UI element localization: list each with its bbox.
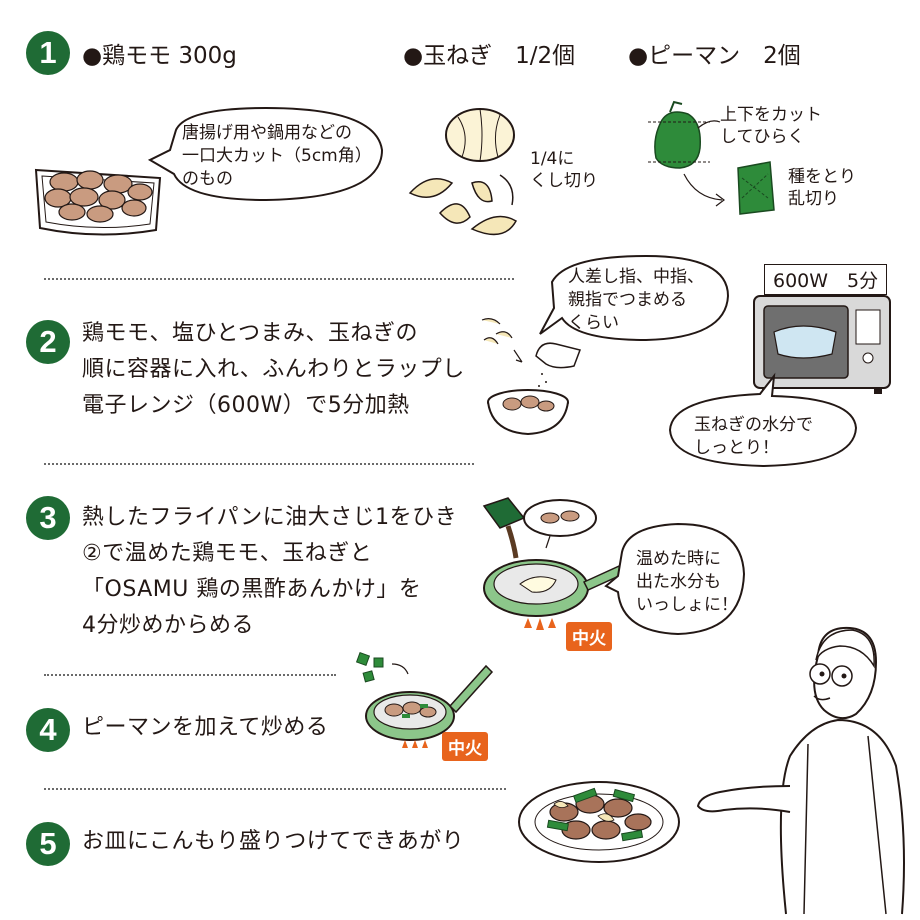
chicken-tray-illustration: [34, 168, 162, 236]
step-3-line-1: 熱したフライパンに油大さじ1をひき: [82, 505, 458, 530]
pan-bubble-line-2: 出た水分も: [636, 572, 721, 592]
chicken-bubble-line-1: 唐揚げ用や鍋用などの: [182, 123, 352, 143]
step-2-line-1: 鶏モモ、塩ひとつまみ、玉ねぎの: [82, 321, 418, 346]
pinch-speech-bubble: [539, 254, 730, 342]
onion-cut-line-1: 1/4に: [530, 149, 575, 169]
divider-2: [44, 463, 474, 465]
onion-illustration: [408, 108, 518, 236]
chef-illustration: [696, 626, 905, 915]
chicken-bubble-line-2: 一口大カット（5cm角）: [182, 146, 372, 166]
step-4-badge: 4: [26, 708, 70, 752]
ingredient-pepper: ●ピーマン 2個: [628, 43, 801, 69]
ingredient-onion: ●玉ねぎ 1/2個: [403, 43, 576, 69]
step-2-line-2: 順に容器に入れ、ふんわりとラップし: [82, 357, 465, 382]
step-3-badge: 3: [26, 496, 70, 540]
frying-pan-pepper-illustration: [355, 651, 494, 748]
pan-bubble-line-3: いっしょに！: [636, 595, 738, 615]
microwave-bubble-line-1: 玉ねぎの水分で: [694, 415, 813, 435]
divider-4: [44, 788, 506, 790]
finished-dish-illustration: [518, 781, 680, 863]
heat-label-step-4: 中火: [442, 732, 488, 761]
pinch-bubble-line-3: くらい: [568, 313, 619, 333]
divider-1: [44, 278, 514, 280]
pepper-top-line-1: 上下をカット: [720, 105, 822, 125]
pinch-bubble-line-2: 親指でつまめる: [568, 290, 687, 310]
step-1-badge: 1: [26, 31, 70, 75]
step-5-line-1: お皿にこんもり盛りつけてできあがり: [82, 829, 465, 854]
pinch-bubble-line-1: 人差し指、中指、: [568, 267, 704, 287]
bowl-with-salt-illustration: [481, 318, 581, 436]
step-3-line-3: 「OSAMU 鶏の黒酢あんかけ」を: [82, 577, 422, 602]
step-5-badge: 5: [26, 822, 70, 866]
pepper-top-line-2: してひらく: [720, 127, 805, 147]
chicken-bubble-line-3: のもの: [182, 169, 233, 189]
pepper-seed-line-1: 種をとり: [788, 167, 856, 187]
pan-speech-bubble: [604, 522, 746, 636]
divider-3: [44, 674, 336, 676]
frying-pan-sauce-illustration: [482, 497, 634, 630]
chicken-speech-bubble: [147, 106, 384, 202]
step-3-line-2: ②で温めた鶏モモ、玉ねぎと: [82, 541, 373, 566]
microwave-bubble-line-2: しっとり！: [694, 438, 779, 458]
onion-cut-line-2: くし切り: [530, 171, 598, 191]
pepper-seed-line-2: 乱切り: [788, 189, 839, 209]
pepper-illustration: [648, 100, 775, 215]
step-2-line-3: 電子レンジ（600W）で5分加熱: [82, 393, 410, 418]
step-2-badge: 2: [26, 320, 70, 364]
step-3-line-4: 4分炒めからめる: [82, 613, 254, 638]
microwave-speech-bubble: [668, 372, 858, 468]
step-4-line-1: ピーマンを加えて炒める: [82, 715, 329, 740]
pan-bubble-line-1: 温めた時に: [636, 549, 721, 569]
microwave-illustration: [753, 295, 891, 394]
heat-label-step-3: 中火: [566, 622, 612, 651]
microwave-label: 600W 5分: [764, 264, 888, 295]
ingredient-chicken: ●鶏モモ 300g: [82, 43, 237, 69]
